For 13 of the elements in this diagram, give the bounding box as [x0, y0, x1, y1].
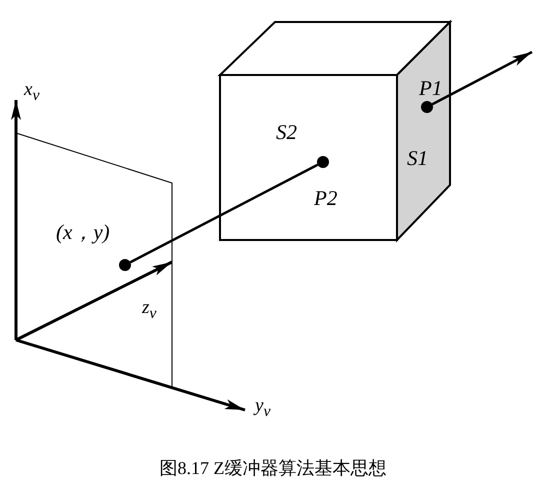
point-label: P2: [314, 188, 338, 209]
face-label: S2: [276, 122, 297, 143]
point-dot: [119, 259, 131, 271]
axis-label: y$_{v}$: [255, 396, 270, 420]
arrow: [432, 50, 533, 106]
point-label: P1: [419, 78, 442, 99]
axis-label: x$_{v}$: [24, 80, 40, 104]
figure-caption: 图8.17 Z缓冲器算法基本思想: [158, 457, 388, 480]
connector-line: [130, 164, 318, 264]
point-dot: [317, 156, 329, 168]
axis-label: z$_{v}$: [142, 298, 156, 322]
face-label: S1: [407, 148, 428, 169]
point-label: (x，y): [56, 222, 110, 243]
